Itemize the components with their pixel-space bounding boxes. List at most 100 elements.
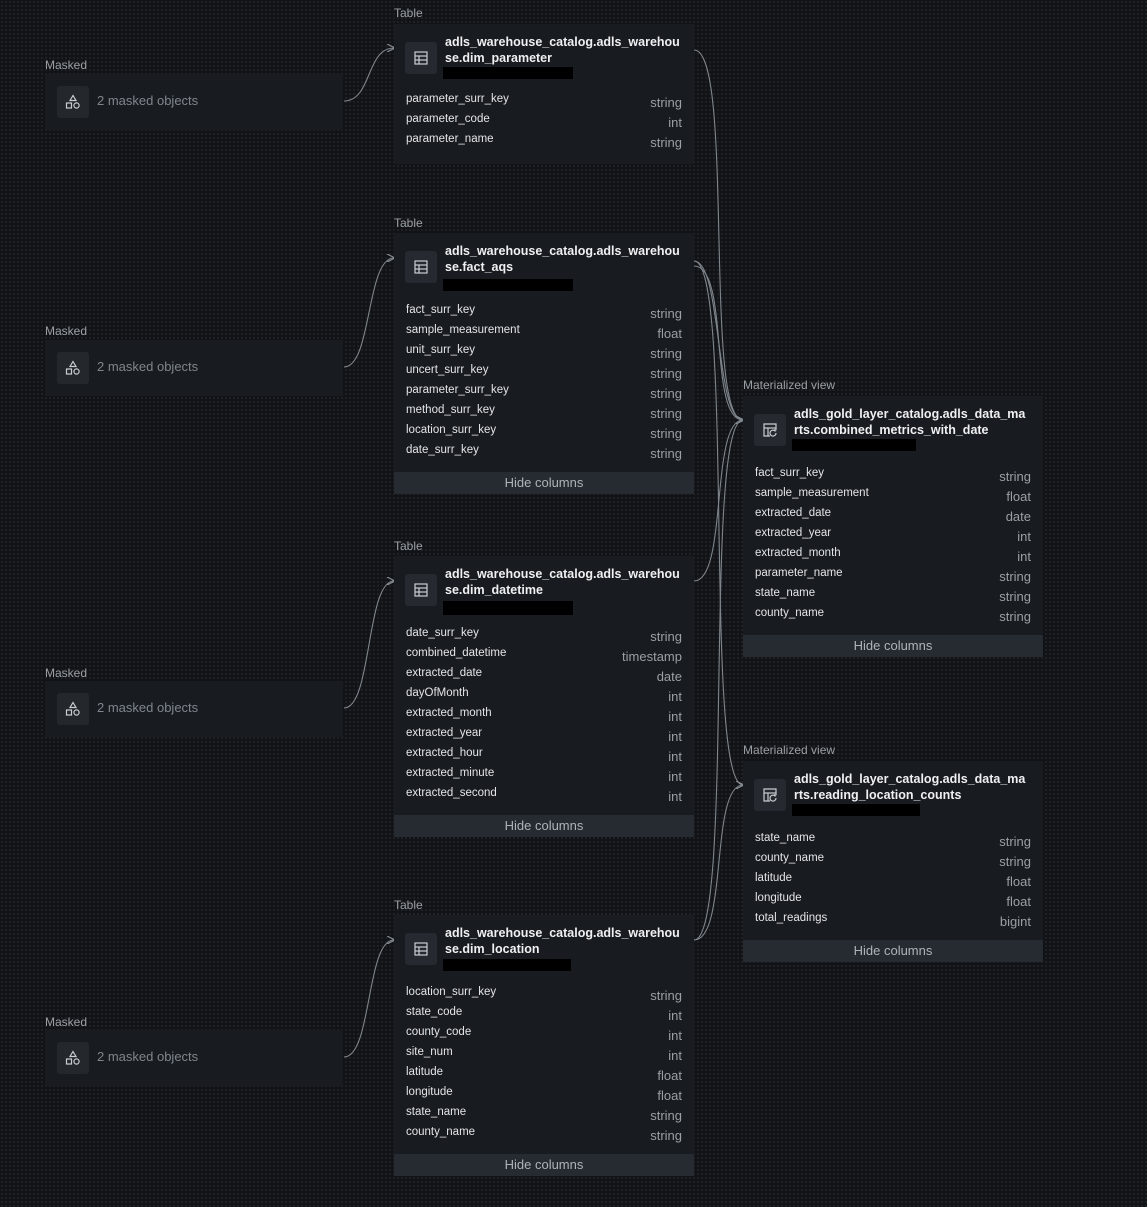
edge-fact-aqs-view1 [693, 260, 744, 421]
table-title[interactable]: adls_warehouse_catalog.adls_warehouse.di… [445, 567, 680, 597]
edge-dim-location-view1 [693, 419, 744, 941]
edge-dim-datetime-view1 [693, 419, 744, 582]
column-row: extracted_hour int [406, 746, 682, 766]
column-name: location_surr_key [406, 424, 497, 436]
card-header: adls_warehouse_catalog.adls_warehouse.di… [394, 556, 694, 624]
column-type: int [668, 789, 682, 804]
column-type: int [1017, 549, 1031, 564]
column-name: state_code [406, 1006, 463, 1018]
redacted-text [792, 804, 920, 816]
masked-group-label: Masked [45, 1015, 88, 1029]
column-row: extracted_date date [755, 506, 1031, 526]
column-type: int [1017, 529, 1031, 544]
hide-columns-button[interactable]: Hide columns [394, 815, 694, 837]
hide-columns-button[interactable]: Hide columns [394, 472, 694, 494]
column-type: string [999, 569, 1031, 584]
column-name: sample_measurement [755, 487, 869, 499]
column-name: county_code [406, 1026, 472, 1038]
view-title[interactable]: adls_gold_layer_catalog.adls_data_marts.… [794, 407, 1026, 437]
column-name: latitude [755, 872, 793, 884]
hide-columns-button[interactable]: Hide columns [743, 635, 1043, 657]
column-row: extracted_month int [755, 546, 1031, 566]
edge-masked2-fact-aqs [343, 258, 394, 368]
view-type-label: Materialized view [743, 743, 836, 757]
column-type: int [668, 749, 682, 764]
table-card-dim-datetime[interactable]: adls_warehouse_catalog.adls_warehouse.di… [394, 556, 694, 837]
masked-objects-card[interactable]: 2 masked objects [45, 74, 343, 130]
column-name: extracted_month [755, 547, 841, 559]
table-type-label: Table [394, 539, 423, 553]
column-type: string [650, 446, 682, 461]
masked-objects-card[interactable]: 2 masked objects [45, 1030, 343, 1086]
column-type: date [1005, 509, 1031, 524]
view-card-combined-metrics[interactable]: adls_gold_layer_catalog.adls_data_marts.… [743, 396, 1043, 657]
column-type: int [668, 689, 682, 704]
column-name: extracted_month [406, 707, 492, 719]
column-type: float [657, 326, 682, 341]
column-name: extracted_hour [406, 747, 483, 759]
table-card-dim-parameter[interactable]: adls_warehouse_catalog.adls_warehouse.di… [394, 24, 694, 164]
card-header: adls_warehouse_catalog.adls_warehouse.di… [394, 915, 694, 983]
column-name: date_surr_key [406, 627, 479, 639]
column-name: extracted_year [755, 527, 832, 539]
column-type: int [668, 115, 682, 130]
column-name: extracted_year [406, 727, 483, 739]
column-row: extracted_year int [755, 526, 1031, 546]
column-type: string [650, 95, 682, 110]
masked-objects-text: 2 masked objects [97, 700, 199, 715]
materialized-view-icon [754, 779, 786, 811]
hide-columns-button[interactable]: Hide columns [394, 1154, 694, 1176]
column-name: parameter_name [755, 567, 843, 579]
table-card-dim-location[interactable]: adls_warehouse_catalog.adls_warehouse.di… [394, 915, 694, 1176]
column-name: parameter_surr_key [406, 384, 509, 396]
column-name: total_readings [755, 912, 828, 924]
column-name: fact_surr_key [406, 304, 476, 316]
column-name: county_name [755, 607, 825, 619]
column-type: string [650, 406, 682, 421]
column-type: string [650, 135, 682, 150]
redacted-text [443, 67, 573, 79]
column-name: location_surr_key [406, 986, 497, 998]
column-name: extracted_date [755, 507, 832, 519]
column-type: string [650, 988, 682, 1003]
column-type: int [668, 709, 682, 724]
view-title[interactable]: adls_gold_layer_catalog.adls_data_marts.… [794, 772, 1026, 802]
masked-objects-card[interactable]: 2 masked objects [45, 681, 343, 737]
shapes-icon [57, 86, 89, 118]
table-title[interactable]: adls_warehouse_catalog.adls_warehouse.fa… [445, 244, 680, 274]
column-type: string [999, 854, 1031, 869]
column-type: int [668, 1048, 682, 1063]
column-name: extracted_minute [406, 767, 495, 779]
table-icon [405, 574, 437, 606]
table-card-fact-aqs[interactable]: adls_warehouse_catalog.adls_warehouse.fa… [394, 233, 694, 494]
edge-fact-aqs-view2 [693, 260, 743, 785]
hide-columns-button[interactable]: Hide columns [743, 940, 1043, 962]
redacted-text [443, 601, 573, 615]
edge-masked1-dim-parameter [343, 48, 394, 102]
table-title[interactable]: adls_warehouse_catalog.adls_warehouse.di… [445, 926, 680, 956]
table-title[interactable]: adls_warehouse_catalog.adls_warehouse.di… [445, 35, 680, 65]
edge-masked3-dim-datetime [343, 581, 394, 709]
card-header: adls_gold_layer_catalog.adls_data_marts.… [743, 761, 1043, 829]
masked-objects-card[interactable]: 2 masked objects [45, 340, 343, 396]
column-name: parameter_surr_key [406, 93, 509, 105]
card-header: adls_warehouse_catalog.adls_warehouse.fa… [394, 233, 694, 301]
table-type-label: Table [394, 898, 423, 912]
column-type: string [999, 834, 1031, 849]
view-card-reading-location-counts[interactable]: adls_gold_layer_catalog.adls_data_marts.… [743, 761, 1043, 962]
column-type: string [650, 346, 682, 361]
column-row: extracted_month int [406, 706, 682, 726]
column-name: latitude [406, 1066, 444, 1078]
